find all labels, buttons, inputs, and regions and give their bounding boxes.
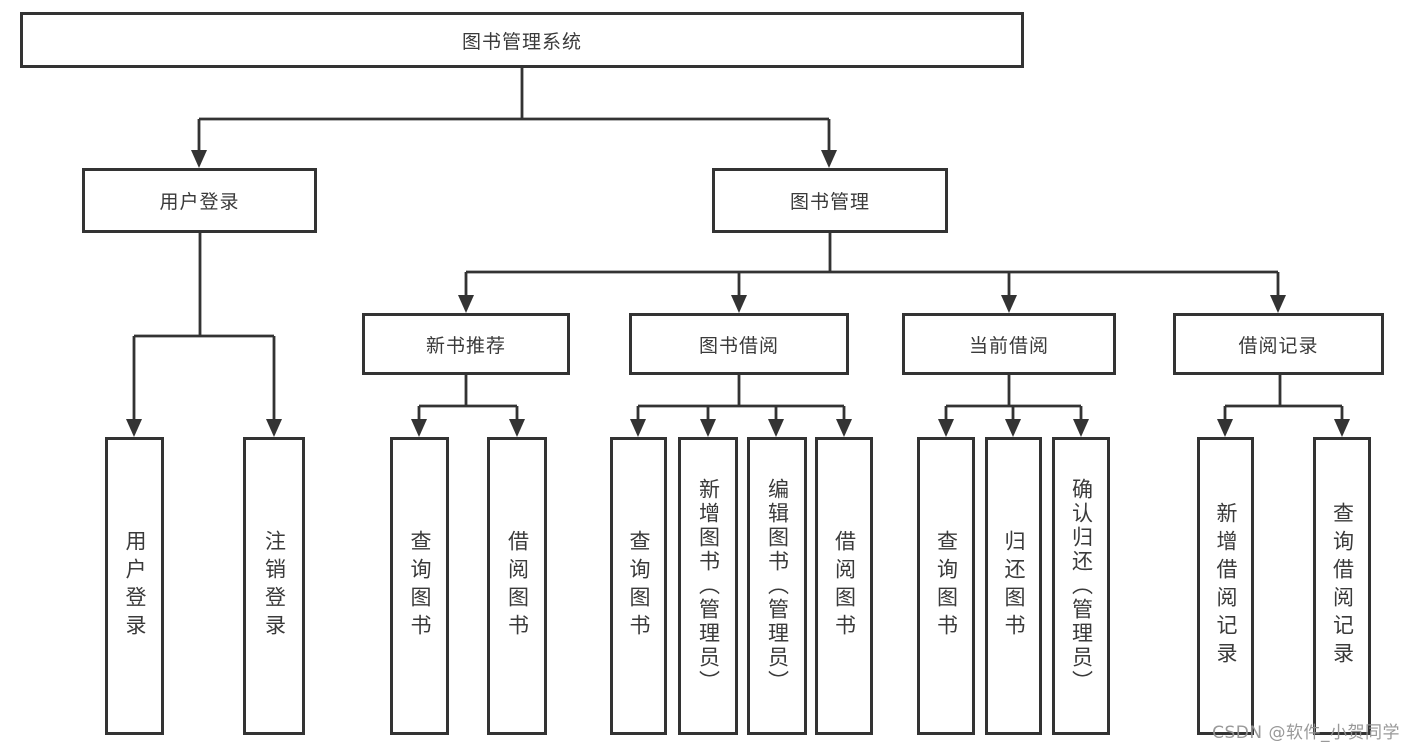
node-leaf-query-borrow-record: 查询借阅记录 <box>1313 437 1371 735</box>
node-leaf-edit-book: 编辑图书（管理员） <box>747 437 807 735</box>
node-leaf-query-book-3-label: 查询图书 <box>934 530 959 642</box>
node-leaf-user-login-label: 用户登录 <box>123 530 148 642</box>
node-leaf-add-borrow-record: 新增借阅记录 <box>1197 437 1254 735</box>
arrow-down-icon <box>1073 419 1089 437</box>
arrow-down-icon <box>821 150 837 168</box>
node-borrow-records: 借阅记录 <box>1173 313 1384 375</box>
arrow-down-icon <box>266 419 282 437</box>
node-leaf-query-book-1: 查询图书 <box>390 437 449 735</box>
node-current-borrow: 当前借阅 <box>902 313 1116 375</box>
connector-userlogin-to-leaves <box>132 233 276 421</box>
arrow-down-icon <box>458 295 474 313</box>
arrow-down-icon <box>1334 419 1350 437</box>
node-leaf-logout-label: 注销登录 <box>262 530 287 642</box>
node-leaf-add-book-label: 新增图书（管理员） <box>696 478 721 694</box>
arrow-down-icon <box>191 150 207 168</box>
node-leaf-confirm-return-label: 确认归还（管理员） <box>1069 478 1094 694</box>
arrow-down-icon <box>630 419 646 437</box>
arrow-down-icon <box>509 419 525 437</box>
node-leaf-borrow-book-1: 借阅图书 <box>487 437 547 735</box>
node-leaf-query-book-2-label: 查询图书 <box>627 530 652 642</box>
watermark: CSDN @软件_小贺同学 <box>1212 723 1400 743</box>
node-borrow-records-label: 借阅记录 <box>1238 334 1319 357</box>
node-new-book-recommend: 新书推荐 <box>362 313 570 375</box>
arrow-down-icon <box>411 419 427 437</box>
arrow-down-icon <box>1217 419 1233 437</box>
node-leaf-query-book-2: 查询图书 <box>610 437 667 735</box>
node-root-label: 图书管理系统 <box>461 30 582 53</box>
connector-recommend-to-leaves <box>417 375 519 421</box>
connector-current-to-leaves <box>944 375 1083 421</box>
node-root: 图书管理系统 <box>20 12 1024 68</box>
node-leaf-user-login: 用户登录 <box>105 437 164 735</box>
node-current-borrow-label: 当前借阅 <box>968 334 1049 357</box>
connector-bookmgmt-to-level3 <box>464 233 1280 297</box>
node-leaf-return-book-label: 归还图书 <box>1002 530 1027 642</box>
node-book-borrow-label: 图书借阅 <box>698 334 779 357</box>
node-leaf-confirm-return: 确认归还（管理员） <box>1052 437 1110 735</box>
node-book-borrow: 图书借阅 <box>629 313 849 375</box>
connector-records-to-leaves <box>1223 375 1344 421</box>
node-leaf-borrow-book-1-label: 借阅图书 <box>505 530 530 642</box>
node-new-book-recommend-label: 新书推荐 <box>425 334 506 357</box>
arrow-down-icon <box>938 419 954 437</box>
arrow-down-icon <box>1005 419 1021 437</box>
arrow-down-icon <box>1270 295 1286 313</box>
connector-borrow-to-leaves <box>636 375 846 421</box>
node-leaf-borrow-book-2-label: 借阅图书 <box>832 530 857 642</box>
node-leaf-add-borrow-record-label: 新增借阅记录 <box>1214 502 1239 670</box>
node-leaf-borrow-book-2: 借阅图书 <box>815 437 873 735</box>
arrow-down-icon <box>126 419 142 437</box>
node-leaf-return-book: 归还图书 <box>985 437 1042 735</box>
node-leaf-add-book: 新增图书（管理员） <box>678 437 738 735</box>
node-leaf-logout: 注销登录 <box>243 437 305 735</box>
node-book-management-label: 图书管理 <box>789 191 870 213</box>
node-leaf-edit-book-label: 编辑图书（管理员） <box>765 478 790 694</box>
arrow-down-icon <box>1001 295 1017 313</box>
node-leaf-query-book-3: 查询图书 <box>917 437 975 735</box>
node-book-management: 图书管理 <box>712 168 948 233</box>
arrow-down-icon <box>768 419 784 437</box>
arrow-down-icon <box>836 419 852 437</box>
node-leaf-query-borrow-record-label: 查询借阅记录 <box>1330 502 1355 670</box>
connector-root-to-level2 <box>197 68 831 152</box>
node-user-login-label: 用户登录 <box>159 191 240 213</box>
arrow-down-icon <box>700 419 716 437</box>
arrow-down-icon <box>731 295 747 313</box>
node-leaf-query-book-1-label: 查询图书 <box>408 530 433 642</box>
node-user-login: 用户登录 <box>82 168 317 233</box>
